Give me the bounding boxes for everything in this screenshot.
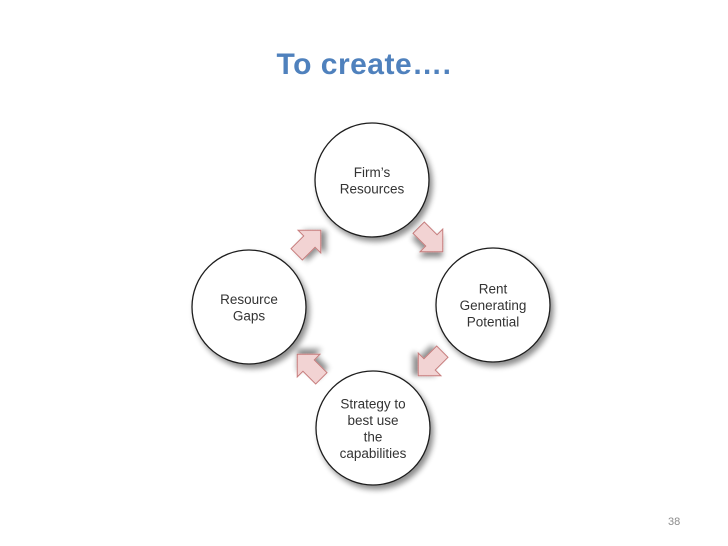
node-label-line: capabilities <box>340 446 407 461</box>
node-label-line: the <box>364 429 383 444</box>
arrow-rent-to-strategy <box>417 345 449 377</box>
node-circle <box>315 370 431 486</box>
arrow-resources-to-rent <box>412 221 444 253</box>
arrow-gaps-to-resources <box>290 229 322 261</box>
slide-title: To create…. <box>276 48 452 81</box>
node-label-line: Firm’s <box>354 165 391 180</box>
node-label-line: Potential <box>467 315 520 330</box>
node-label-line: Strategy to <box>340 396 405 411</box>
page-number: 38 <box>668 516 681 528</box>
arrow-strategy-to-gaps <box>296 353 328 385</box>
node-label-line: Resources <box>340 181 405 196</box>
node-circle <box>191 249 307 365</box>
node-label-line: best use <box>347 413 398 428</box>
node-label-line: Resource <box>220 292 278 307</box>
node-label-line: Generating <box>460 298 527 313</box>
node-circle <box>435 247 551 363</box>
node-label-line: Gaps <box>233 308 266 323</box>
node-circle <box>314 122 430 238</box>
node-label-line: Rent <box>479 282 508 297</box>
